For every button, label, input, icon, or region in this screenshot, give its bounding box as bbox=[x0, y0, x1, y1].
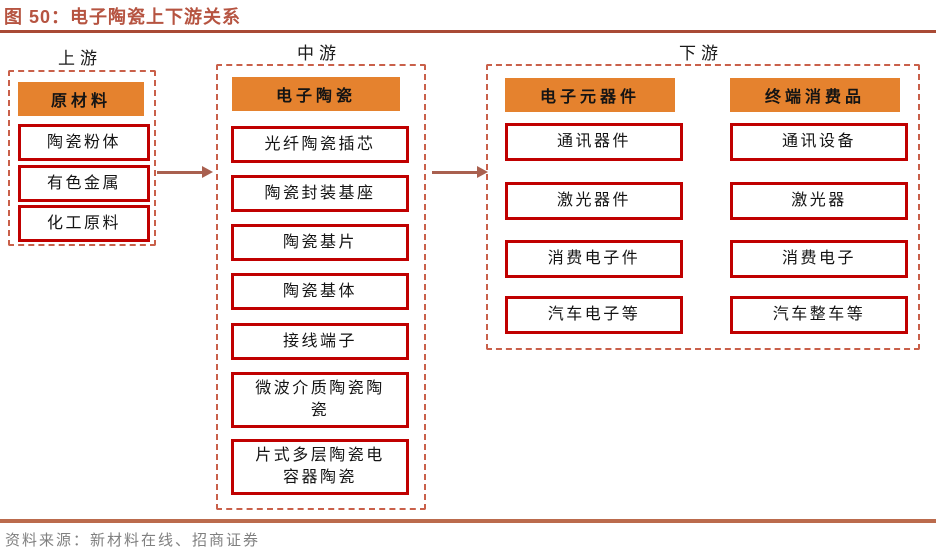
midstream-item-box: 片式多层陶瓷电容器陶瓷 bbox=[231, 439, 409, 495]
upstream-item-label: 化工原料 bbox=[46, 214, 121, 232]
midstream-panel: 电子陶瓷 光纤陶瓷插芯 陶瓷封装基座 陶瓷基片 陶瓷基体 接线端子 微波介质陶瓷… bbox=[216, 64, 426, 510]
midstream-label: 中游 bbox=[297, 44, 341, 63]
downstream-item-label: 汽车电子等 bbox=[547, 306, 641, 324]
upstream-item-box: 有色金属 bbox=[18, 165, 150, 202]
midstream-item-box: 陶瓷基片 bbox=[231, 224, 409, 261]
midstream-item-label: 微波介质陶瓷陶瓷 bbox=[255, 380, 385, 419]
upstream-header: 原材料 bbox=[18, 82, 144, 116]
downstream-item-box: 汽车整车等 bbox=[730, 296, 908, 334]
downstream-item-label: 消费电子 bbox=[781, 250, 856, 268]
midstream-item-box: 陶瓷封装基座 bbox=[231, 175, 409, 212]
midstream-item-label: 片式多层陶瓷电容器陶瓷 bbox=[255, 447, 385, 486]
upstream-item-label: 陶瓷粉体 bbox=[46, 133, 121, 151]
midstream-item-label: 接线端子 bbox=[282, 332, 357, 350]
upstream-panel: 原材料 陶瓷粉体 有色金属 化工原料 bbox=[8, 70, 156, 246]
downstream-label: 下游 bbox=[679, 44, 723, 63]
downstream-item-label: 通讯设备 bbox=[781, 133, 856, 151]
downstream-item-label: 消费电子件 bbox=[547, 250, 641, 268]
title-underline bbox=[0, 30, 936, 33]
downstream-col1-header: 电子元器件 bbox=[505, 78, 675, 112]
upstream-item-label: 有色金属 bbox=[46, 174, 121, 192]
downstream-item-box: 消费电子件 bbox=[505, 240, 683, 278]
upstream-label: 上游 bbox=[58, 49, 102, 68]
downstream-item-box: 激光器件 bbox=[505, 182, 683, 220]
downstream-item-label: 激光器件 bbox=[556, 192, 631, 210]
downstream-item-box: 消费电子 bbox=[730, 240, 908, 278]
arrow-right-icon bbox=[432, 166, 488, 178]
midstream-item-label: 陶瓷基体 bbox=[282, 282, 357, 300]
downstream-item-label: 汽车整车等 bbox=[772, 306, 866, 324]
arrow-right-icon bbox=[157, 166, 213, 178]
source-note: 资料来源：新材料在线、招商证券 bbox=[5, 533, 261, 549]
downstream-item-box: 激光器 bbox=[730, 182, 908, 220]
footer-divider bbox=[0, 519, 936, 523]
midstream-item-box: 光纤陶瓷插芯 bbox=[231, 126, 409, 163]
midstream-item-box: 陶瓷基体 bbox=[231, 273, 409, 310]
downstream-col2-header: 终端消费品 bbox=[730, 78, 900, 112]
midstream-item-label: 陶瓷封装基座 bbox=[264, 184, 376, 202]
upstream-item-box: 化工原料 bbox=[18, 205, 150, 242]
upstream-item-box: 陶瓷粉体 bbox=[18, 124, 150, 161]
downstream-item-label: 激光器 bbox=[791, 192, 847, 210]
midstream-item-box: 微波介质陶瓷陶瓷 bbox=[231, 372, 409, 428]
downstream-item-box: 通讯设备 bbox=[730, 123, 908, 161]
midstream-header: 电子陶瓷 bbox=[232, 77, 400, 111]
downstream-item-box: 通讯器件 bbox=[505, 123, 683, 161]
downstream-panel: 电子元器件 通讯器件 激光器件 消费电子件 汽车电子等 终端消费品 通讯设备 激… bbox=[486, 64, 920, 350]
midstream-item-label: 陶瓷基片 bbox=[282, 233, 357, 251]
midstream-item-label: 光纤陶瓷插芯 bbox=[264, 135, 376, 153]
downstream-item-label: 通讯器件 bbox=[556, 133, 631, 151]
figure-title: 图 50：电子陶瓷上下游关系 bbox=[4, 7, 242, 27]
downstream-item-box: 汽车电子等 bbox=[505, 296, 683, 334]
midstream-item-box: 接线端子 bbox=[231, 323, 409, 360]
